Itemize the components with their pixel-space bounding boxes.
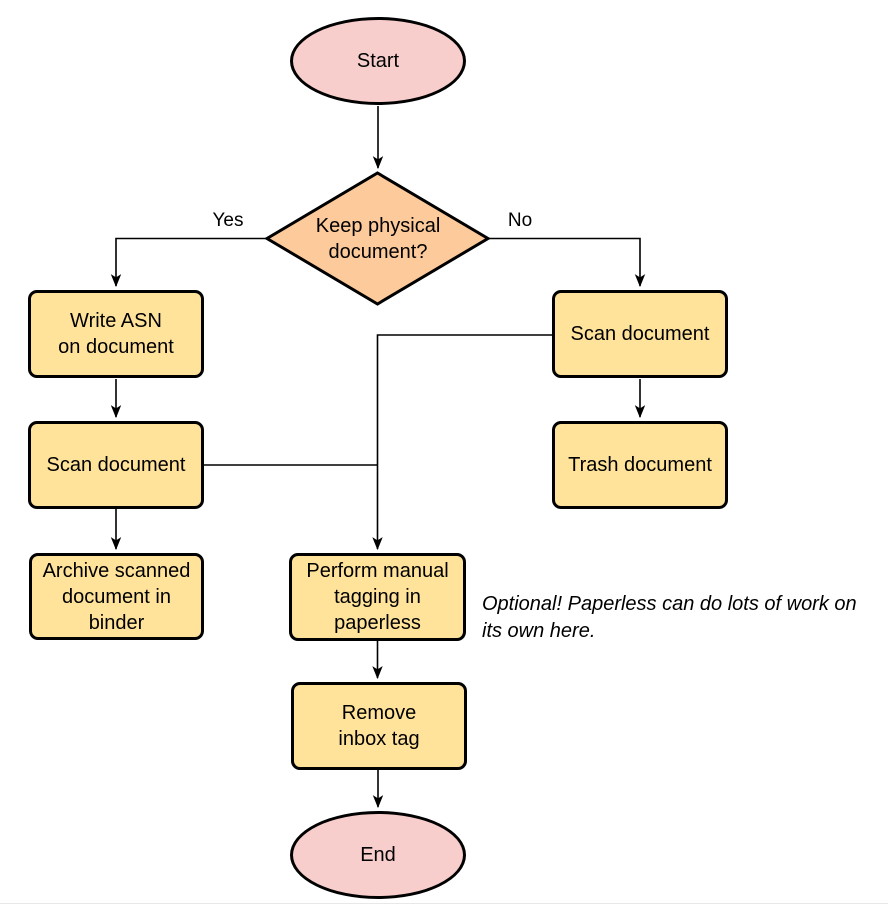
process-node-trash-label: Trash document — [568, 454, 712, 476]
process-node-remove-inbox-tag-label: Remove inbox tag — [338, 702, 420, 750]
edge-decision-yes-to-write-asn — [110, 237, 267, 288]
process-node-write-asn-label: Write ASN on document — [58, 310, 174, 358]
process-node-scan-document-right: Scan document — [552, 290, 728, 378]
process-node-scan-document-left-label: Scan document — [46, 454, 186, 476]
page-bottom-divider — [0, 903, 888, 904]
process-node-remove-inbox-tag: Remove inbox tag — [291, 682, 467, 770]
end-node-label: End — [360, 844, 396, 866]
process-node-manual-tagging: Perform manual tagging in paperless — [289, 553, 466, 641]
process-node-scan-document-right-label: Scan document — [570, 323, 710, 345]
process-node-archive: Archive scanned document in binder — [29, 553, 204, 640]
process-node-write-asn: Write ASN on document — [28, 290, 204, 378]
edge-label-no: No — [496, 211, 544, 231]
process-node-archive-label: Archive scanned document in binder — [42, 559, 191, 634]
edge-scan-right-to-tagging — [372, 334, 552, 551]
optional-annotation-text: Optional! Paperless can do lots of work … — [482, 593, 857, 642]
edge-label-yes: Yes — [203, 211, 253, 231]
end-node: End — [290, 811, 466, 899]
start-node: Start — [290, 17, 466, 105]
edge-decision-no-to-scan-right — [488, 237, 646, 288]
decision-node-label: Keep physical document? — [315, 214, 441, 263]
process-node-scan-document-left: Scan document — [28, 421, 204, 509]
start-node-label: Start — [356, 50, 400, 72]
process-node-trash: Trash document — [552, 421, 728, 509]
process-node-manual-tagging-label: Perform manual tagging in paperless — [306, 560, 449, 634]
